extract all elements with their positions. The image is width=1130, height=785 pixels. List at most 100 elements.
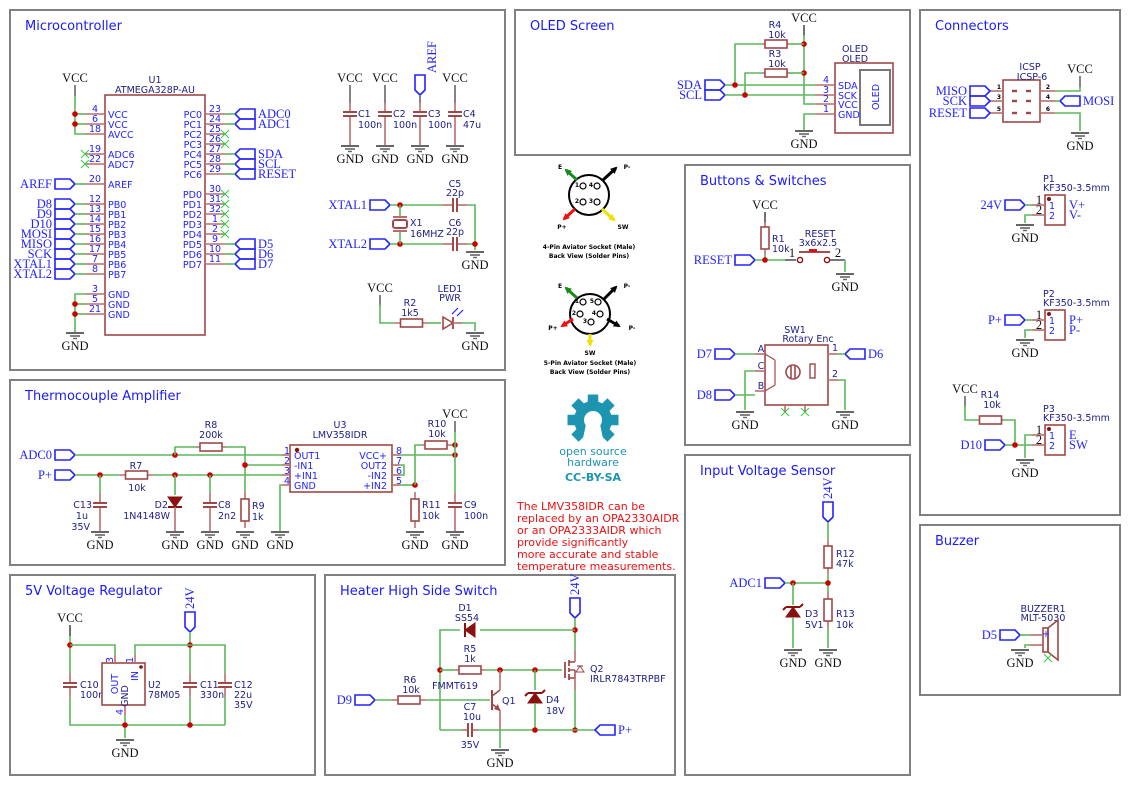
pin-number: 2 — [284, 456, 290, 467]
section-frame-buttons — [684, 164, 911, 446]
label-text: 2 — [823, 94, 829, 105]
net-label-d10 — [54, 218, 77, 230]
label-text: SW — [1069, 438, 1088, 452]
pin-number: 1 — [212, 214, 218, 225]
label-text: 1k — [464, 654, 476, 665]
pin-name: PD6 — [183, 250, 202, 261]
ground-symbol — [1016, 339, 1034, 347]
capacitor-c6 — [443, 237, 467, 251]
q1-collector — [491, 689, 501, 697]
led-body — [442, 315, 455, 331]
section-title-thermo: Thermocouple Amplifier — [24, 389, 181, 404]
socket-pin-number: 4 — [589, 182, 593, 189]
label-text: 47k — [836, 559, 854, 570]
wire — [467, 204, 476, 244]
resistor-r7 — [124, 470, 149, 480]
section-frame-thermo — [9, 379, 506, 566]
gnd-power-label: GND — [731, 418, 758, 432]
label-text: 10k — [422, 511, 440, 522]
net-label-p+ — [593, 724, 616, 736]
socket-pin-number: 3 — [589, 198, 593, 205]
cap-ref: C2 — [393, 109, 406, 120]
ground-symbol — [836, 411, 854, 419]
zener-diode-d3 — [785, 606, 801, 618]
pin-number: 27 — [209, 144, 221, 155]
pin-name: PB2 — [108, 220, 126, 231]
label-text: A — [758, 344, 765, 355]
pin-number: 7 — [396, 456, 402, 467]
net-label-text: P+ — [618, 723, 632, 737]
wire — [134, 644, 226, 673]
capacitor-c3 — [413, 102, 427, 126]
label-text: C12 — [234, 680, 253, 691]
ground-symbol — [446, 145, 464, 153]
pin-number: 31 — [209, 194, 221, 205]
wire — [226, 446, 246, 492]
pin1-marker — [1047, 427, 1051, 431]
wire — [74, 293, 85, 332]
label-text: LED1 — [438, 284, 463, 295]
socket-pin — [587, 318, 595, 326]
label-text: OLED — [842, 44, 868, 55]
net-label-text: 24V — [183, 587, 197, 609]
vcc-power-label: VCC — [372, 71, 398, 85]
switch-contact — [796, 256, 804, 264]
net-label-d6 — [233, 248, 256, 260]
net-label-text: RESET — [929, 106, 968, 120]
pin-name: VCC — [108, 120, 128, 131]
arrow-e — [564, 168, 579, 182]
cap-value: 100n — [358, 120, 382, 131]
gnd-power-label: GND — [161, 538, 188, 552]
pin-name: PD3 — [183, 220, 202, 231]
oshw-text: hardware — [567, 456, 619, 469]
pin-number: 24 — [209, 114, 221, 125]
pin-number: 3 — [284, 466, 290, 477]
label-text: 1 — [789, 246, 795, 260]
vcc-power-label: VCC — [442, 71, 468, 85]
label-text: U2 — [148, 680, 161, 691]
pin-number: 4 — [92, 104, 98, 115]
wire — [744, 72, 762, 95]
net-label-text: RESET — [258, 167, 297, 181]
pin-name: PC5 — [184, 160, 202, 171]
pin-number: 18 — [89, 124, 101, 135]
net-label-text: P+ — [988, 313, 1002, 327]
nc-stroke — [1043, 653, 1053, 663]
section-frame-vsense — [684, 454, 911, 776]
label-text: C11 — [200, 680, 219, 691]
ground-symbol — [836, 273, 854, 281]
capacitor-c11 — [183, 673, 197, 697]
arrow-head — [610, 166, 618, 174]
pin-number: 29 — [209, 164, 221, 175]
pin-number: 15 — [89, 224, 101, 235]
replacement-note-line: more accurate and stable — [517, 548, 659, 561]
ground-symbol — [466, 251, 484, 259]
wire — [734, 43, 762, 85]
vcc-power-label: VCC — [1067, 62, 1093, 76]
label-text: SW — [618, 224, 629, 231]
section-title-vreg: 5V Voltage Regulator — [25, 584, 163, 599]
label-text: LMV358IDR — [313, 430, 368, 441]
pin-number: 25 — [209, 124, 221, 135]
junction-dot — [72, 311, 78, 317]
label-text: R5 — [464, 644, 477, 655]
u3-lmv358-body — [289, 444, 393, 493]
ground-symbol — [1016, 459, 1034, 467]
gnd-power-label: GND — [831, 418, 858, 432]
nc-stroke — [80, 159, 90, 169]
socket-pin-number: 1 — [575, 182, 579, 189]
label-text: 2 — [1036, 203, 1042, 217]
wire — [462, 322, 476, 331]
label-text: ICSP — [1019, 62, 1040, 73]
net-label-text: SDA — [677, 78, 702, 92]
socket-pin-number: 1 — [575, 298, 579, 305]
label-text: SW1 — [784, 325, 805, 336]
label-text: V- — [1069, 208, 1081, 222]
no-connect-mark — [1043, 653, 1053, 663]
ground-symbol — [341, 145, 359, 153]
pin1-marker — [1047, 197, 1051, 201]
pin1-marker — [294, 447, 300, 453]
label-text: 4 — [823, 75, 829, 86]
section-frame-vreg — [9, 574, 316, 776]
pin-name: PD5 — [183, 240, 202, 251]
